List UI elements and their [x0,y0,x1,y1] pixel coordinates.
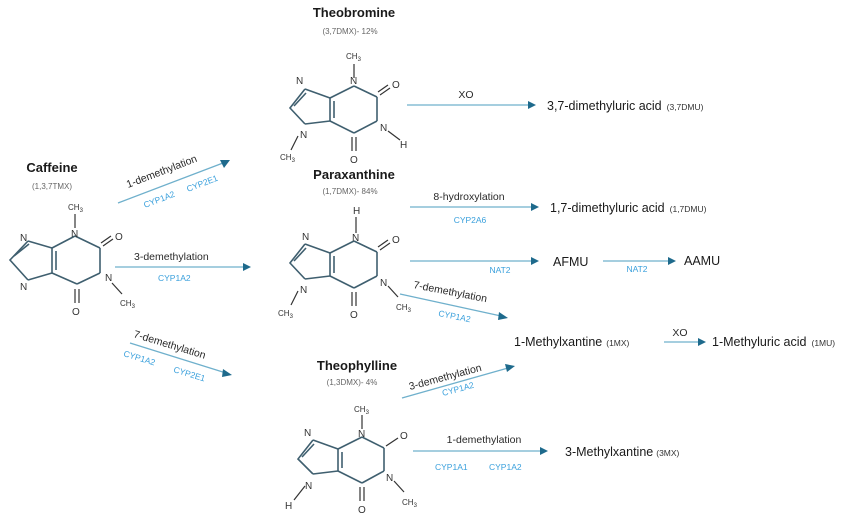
atom-h: H [400,140,407,151]
enzyme-label: CYP1A2 [158,273,191,283]
enzyme-label: NAT2 [626,264,647,274]
atom-n: N [386,473,393,484]
atom-n: N [380,123,387,134]
atom-o: O [358,505,366,516]
atom-o: O [72,307,80,318]
product-17dmu: 1,7-dimethyluric acid(1,7DMU) [550,201,707,215]
molecule-caffeine: Caffeine (1,3,7TMX) N N N N [8,160,136,318]
methyl-group: CH3 [68,203,84,214]
atom-n: N [304,428,311,439]
product-3mx: 3-Methylxantine(3MX) [565,445,680,459]
arrow-caffeine-to-theobromine: 1-demethylation CYP1A2 CYP2E1 [117,153,230,210]
product-1mx: 1-Methylxantine(1MX) [514,335,630,349]
atom-n: N [71,229,78,240]
caffeine-abbr: (1,3,7TMX) [32,182,72,191]
methyl-group: CH3 [354,405,370,416]
atom-h: H [285,501,292,512]
theobromine-title: Theobromine [313,5,395,20]
reaction-label: 7-demethylation [412,279,488,305]
atom-n: N [305,481,312,492]
reaction-label: 3-demethylation [134,251,209,263]
paraxanthine-abbr: (1,7DMX)- 84% [322,187,377,196]
theophylline-title: Theophylline [317,358,397,373]
reaction-label: XO [458,89,473,101]
arrow-afmu-to-aamu: NAT2 [603,257,676,274]
atom-n: N [380,278,387,289]
atom-o: O [392,235,400,246]
methyl-group: CH3 [120,299,136,310]
theophylline-abbr: (1,3DMX)- 4% [327,378,378,387]
arrow-theobromine-to-37dmu: XO [407,89,536,109]
methyl-group: CH3 [396,303,412,314]
product-afmu: AFMU [553,255,588,269]
atom-n: N [300,285,307,296]
atom-o: O [350,310,358,321]
methyl-group: CH3 [278,309,294,320]
atom-o: O [115,232,123,243]
atom-n: N [296,76,303,87]
arrow-theophylline-to-1mx: 3-demethylation CYP1A2 [401,362,515,399]
enzyme-label: CYP1A2 [489,462,522,472]
molecule-paraxanthine: Paraxanthine (1,7DMX)- 84% N N N N H [278,167,412,321]
methyl-group: CH3 [402,498,418,509]
atom-n: N [352,233,359,244]
arrow-paraxanthine-to-1mx: 7-demethylation CYP1A2 [399,279,508,324]
atom-n: N [302,232,309,243]
molecule-theophylline: Theophylline (1,3DMX)- 4% N N N N O O H [285,358,418,516]
enzyme-label: NAT2 [489,265,510,275]
reaction-label: 1-demethylation [447,434,522,446]
arrow-1mx-to-1mu: XO [664,327,706,346]
caffeine-structure [8,214,123,303]
enzyme-label: CYP2A6 [454,215,487,225]
enzyme-label: CYP2E1 [172,364,206,383]
atom-n: N [358,429,365,440]
atom-n: N [300,130,307,141]
enzyme-label: CYP1A2 [438,308,472,324]
arrow-theophylline-to-3mx: 1-demethylation CYP1A1 CYP1A2 [413,434,548,472]
enzyme-label: CYP1A1 [435,462,468,472]
atom-o: O [350,155,358,166]
atom-h: H [353,206,360,217]
arrow-caffeine-to-theophylline: 7-demethylation CYP1A2 CYP2E1 [122,328,232,384]
product-aamu: AAMU [684,254,720,268]
atom-o: O [400,431,408,442]
arrow-paraxanthine-to-afmu: NAT2 [410,257,539,275]
atom-n: N [105,273,112,284]
methyl-group: CH3 [346,52,362,63]
reaction-label: 8-hydroxylation [433,191,504,203]
reaction-label: XO [672,327,687,339]
methyl-group: CH3 [280,153,296,164]
arrow-paraxanthine-to-17dmu: 8-hydroxylation CYP2A6 [410,191,539,225]
atom-n: N [350,76,357,87]
paraxanthine-title: Paraxanthine [313,167,395,182]
molecule-theobromine: Theobromine (3,7DMX)- 12% N N N N O [280,5,407,166]
product-1mu: 1-Methyluric acid(1MU) [712,335,835,349]
atom-n: N [20,233,27,244]
arrow-caffeine-to-paraxanthine: 3-demethylation CYP1A2 [115,251,251,283]
theobromine-abbr: (3,7DMX)- 12% [322,27,377,36]
enzyme-label: CYP1A2 [122,348,156,367]
atom-o: O [392,80,400,91]
atom-n: N [20,282,27,293]
product-37dmu: 3,7-dimethyluric acid(3,7DMU) [547,99,704,113]
caffeine-title: Caffeine [26,160,77,175]
